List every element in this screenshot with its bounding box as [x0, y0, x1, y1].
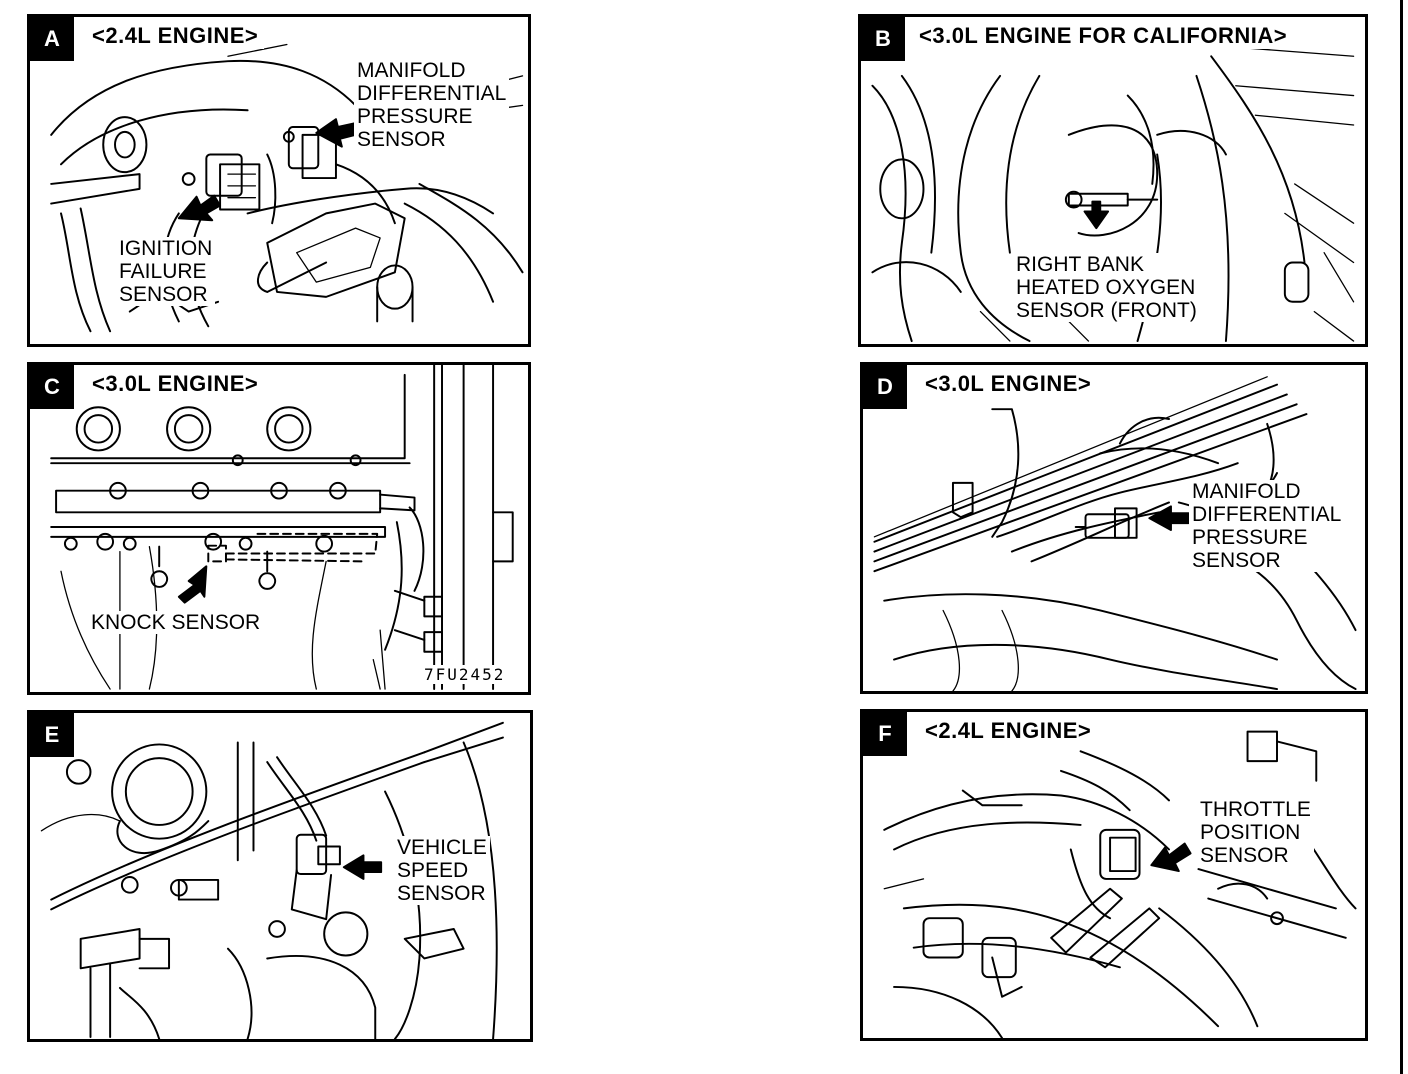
- panel-c-title: <3.0L ENGINE>: [86, 371, 265, 397]
- panel-b-badge: B: [861, 17, 905, 61]
- panel-d-illustration: [873, 376, 1357, 691]
- panel-f-illustration: [883, 730, 1357, 1038]
- panel-c-illustration: [50, 365, 514, 691]
- panel-b: B <3.0L ENGINE FOR CALIFORNIA> RIGHT BAN…: [858, 14, 1368, 347]
- panel-e-illustration: [40, 721, 504, 1039]
- panel-d-badge: D: [863, 365, 907, 409]
- panel-f-badge: F: [863, 712, 907, 756]
- panel-a: A <2.4L ENGINE> MANIFOLD DIFFERENTIAL PR…: [27, 14, 531, 347]
- panel-d-title: <3.0L ENGINE>: [919, 371, 1098, 397]
- panel-e-speed-label: VEHICLE SPEED SENSOR: [394, 836, 490, 905]
- panel-d: D <3.0L ENGINE> MANIFOLD DIFFERENTIAL PR…: [860, 362, 1368, 694]
- panel-f-title: <2.4L ENGINE>: [919, 718, 1098, 744]
- panel-a-manifold-label: MANIFOLD DIFFERENTIAL PRESSURE SENSOR: [354, 59, 510, 151]
- panel-a-ignition-label: IGNITION FAILURE SENSOR: [116, 237, 216, 306]
- panel-b-oxygen-label: RIGHT BANK HEATED OXYGEN SENSOR (FRONT): [1013, 253, 1200, 322]
- panel-c-figure-code: 7FU2452: [422, 665, 508, 684]
- panel-a-badge: A: [30, 17, 74, 61]
- panel-d-manifold-label: MANIFOLD DIFFERENTIAL PRESSURE SENSOR: [1189, 480, 1345, 572]
- panel-c-badge: C: [30, 365, 74, 409]
- panel-e-badge: E: [30, 713, 74, 757]
- panel-e: E VEHICLE SPEED SENSOR: [27, 710, 533, 1042]
- panel-c-knock-label: KNOCK SENSOR: [88, 611, 264, 634]
- panel-f: F <2.4L ENGINE> THROTTLE POSITION SENSOR: [860, 709, 1368, 1041]
- page-edge-rule: [1400, 0, 1403, 1074]
- panel-b-title: <3.0L ENGINE FOR CALIFORNIA>: [913, 23, 1294, 49]
- panel-f-throttle-label: THROTTLE POSITION SENSOR: [1197, 798, 1314, 867]
- panel-c: C <3.0L ENGINE> KNOCK SENSOR 7FU2452: [27, 362, 531, 695]
- panel-a-title: <2.4L ENGINE>: [86, 23, 265, 49]
- panel-b-illustration: [871, 45, 1355, 343]
